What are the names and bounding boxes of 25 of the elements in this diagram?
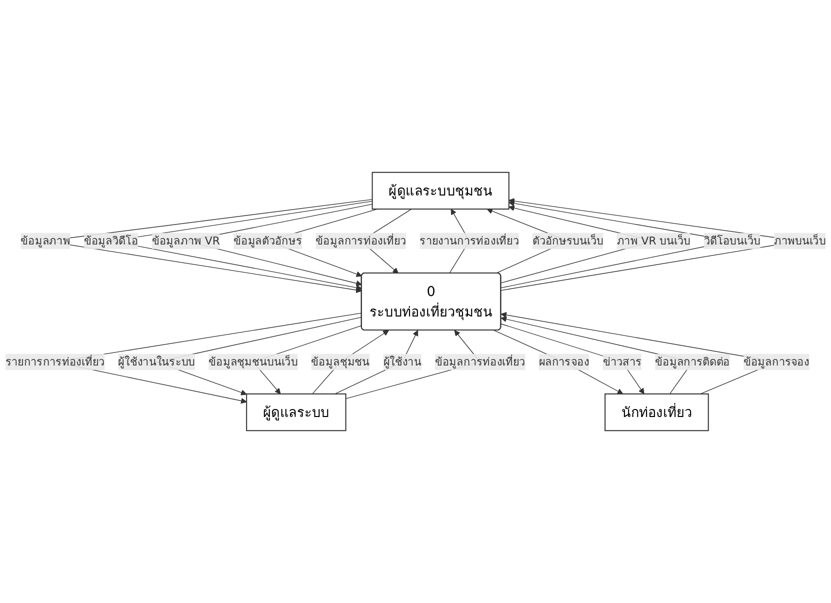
- arrow: [494, 330, 624, 394]
- edge-label: ผู้ใช้งาน: [383, 355, 422, 368]
- edge-label: ข่าวสาร: [602, 355, 642, 368]
- arrow: [500, 324, 644, 394]
- edge-label: วิดีโอบนเว็บ: [704, 234, 760, 248]
- edge-label: ผู้ใช้งานในระบบ: [118, 355, 196, 368]
- edge-label: ข้อมูลการท่องเที่ยว: [316, 234, 406, 248]
- node-box: ผู้ดูแลระบบ: [246, 393, 346, 432]
- node-box: ผู้ดูแลระบบชุมชน: [372, 172, 510, 210]
- edge-label: ข้อมูลการติดต่อ: [655, 355, 730, 368]
- edge-label: รายการการท่องเที่ยว: [5, 355, 105, 368]
- edge-label: ตัวอักษรบนเว็บ: [532, 234, 604, 248]
- edge-label: ข้อมูลภาพ VR: [152, 234, 220, 248]
- edge-label: ผลการจอง: [538, 355, 590, 368]
- edge-label: ภาพบนเว็บ: [774, 234, 826, 248]
- node-box: นักท่องเที่ยว: [604, 393, 709, 432]
- edge-label: ภาพ VR บนเว็บ: [616, 234, 690, 248]
- edge-label: ข้อมูลตัวอักษร: [233, 234, 302, 248]
- edge-label: รายงานการท่องเที่ยว: [420, 234, 519, 248]
- edge-label: ข้อมูลภาพ: [20, 234, 70, 248]
- edge-label: ข้อมูลชุมชน: [311, 355, 370, 368]
- edge-label: ข้อมูลชุมชนบนเว็บ: [208, 355, 298, 368]
- edge-label: ข้อมูลการท่องเที่ยว: [434, 355, 526, 368]
- edge-label: ข้อมูลวิดีโอ: [84, 234, 138, 248]
- edge-label: ข้อมูลการจอง: [743, 355, 810, 368]
